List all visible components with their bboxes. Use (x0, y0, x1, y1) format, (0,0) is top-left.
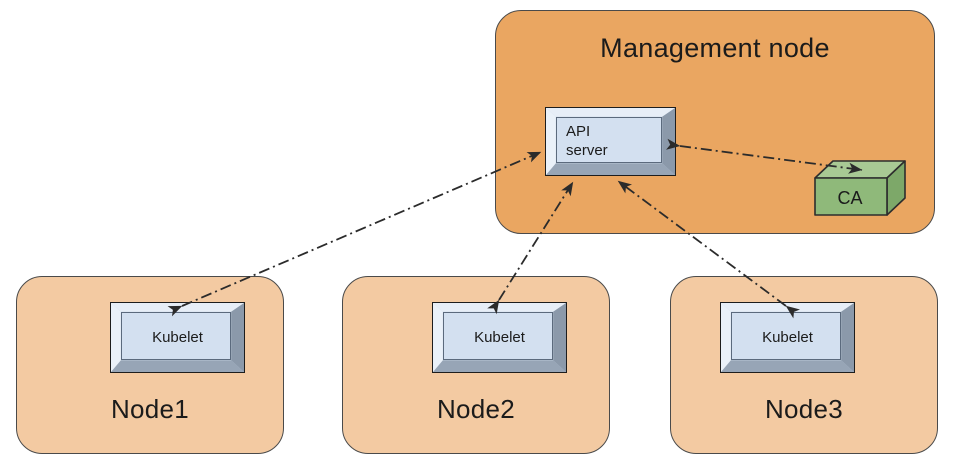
kubelet-box-node3[interactable]: Kubelet (720, 302, 855, 373)
ca-box[interactable]: CA (814, 160, 906, 216)
kubelet-label-node3: Kubelet (762, 329, 813, 346)
kubelet-box-node1[interactable]: Kubelet (110, 302, 245, 373)
node-label-node2: Node2 (436, 394, 516, 424)
ca-label: CA (837, 188, 863, 208)
api-server-inner-face (556, 117, 662, 163)
kubelet-box-node2[interactable]: Kubelet (432, 302, 567, 373)
management-node-label: Management node (600, 33, 830, 63)
kubelet-label-node1: Kubelet (152, 329, 203, 346)
api-server-label: API server (566, 123, 608, 159)
kubelet-label-node2: Kubelet (474, 329, 525, 346)
ca-cuboid-icon (814, 160, 906, 216)
api-server-box[interactable]: API server (545, 107, 676, 176)
node-label-node3: Node3 (764, 394, 844, 424)
node-label-node1: Node1 (110, 394, 190, 424)
